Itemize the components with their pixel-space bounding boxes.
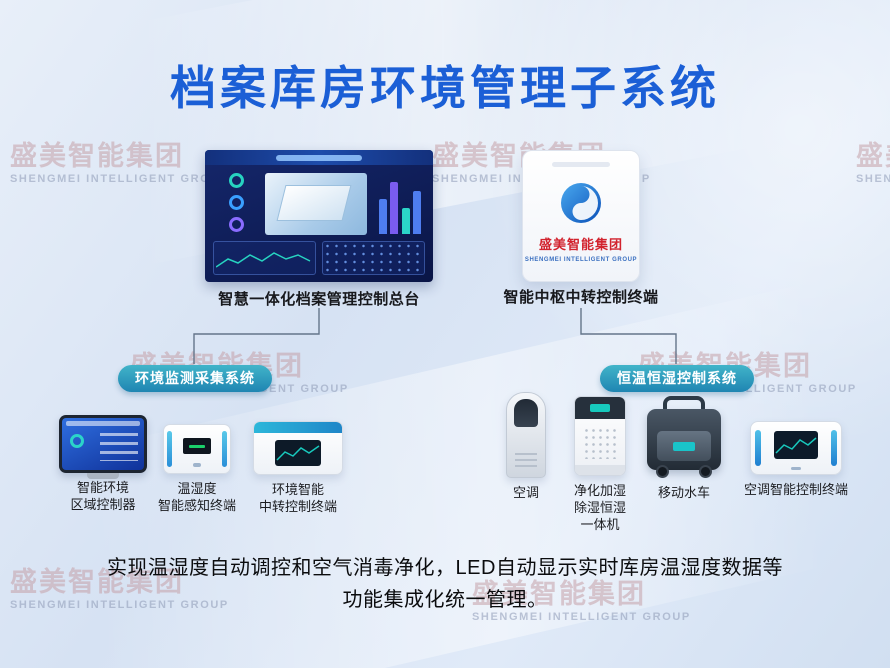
console-caption: 智慧一体化档案管理控制总台 — [218, 291, 420, 308]
room-model — [276, 185, 352, 221]
page-title: 档案库房环境管理子系统 — [170, 62, 720, 114]
purifier-base — [575, 465, 625, 475]
branch-pill-monitoring: 环境监测采集系统 — [118, 365, 272, 392]
console-3d-room-view — [265, 173, 367, 235]
hub-brand-subtext: SHENGMEI INTELLIGENT GROUP — [524, 257, 638, 263]
device-label: 环境智能 中转控制终端 — [258, 482, 337, 514]
hub-caption: 智能中枢中转控制终端 — [503, 289, 659, 306]
footer-description: 实现温湿度自动调控和空气消毒净化，LED自动显示实时库房温湿度数据等 功能集成化… — [0, 552, 890, 616]
screen-text-lines — [100, 433, 138, 461]
device-label: 移动水车 — [657, 485, 710, 500]
ac-terminal-chart — [775, 437, 817, 454]
device-env-relay-terminal: 环境智能 中转控制终端 — [244, 421, 352, 516]
cart-panel — [657, 431, 711, 461]
chart-bar — [412, 190, 421, 234]
sensor-screen — [183, 438, 211, 454]
tablet-screen — [62, 418, 144, 470]
device-label: 智能环境 区域控制器 — [70, 480, 136, 512]
cart-wheel — [656, 465, 669, 478]
device-label: 空调智能控制终端 — [743, 482, 848, 497]
screen-gauge-icon — [70, 434, 84, 448]
hub-top-label-bar — [552, 162, 610, 167]
console-header-title-bar — [276, 154, 362, 161]
cart-screen — [673, 441, 695, 451]
tablet-stand — [87, 473, 119, 479]
sensor-readout — [189, 444, 205, 448]
hub-device: 盛美智能集团 SHENGMEI INTELLIGENT GROUP — [522, 150, 640, 282]
console-city-panel — [322, 241, 425, 275]
hub-brand-text: 盛美智能集团 — [538, 237, 623, 252]
cart-body — [647, 409, 721, 470]
gauge-ring-icon — [228, 195, 244, 210]
air-conditioner-image — [506, 392, 546, 478]
chart-bar — [401, 207, 410, 234]
device-label: 空调 — [512, 485, 539, 500]
water-cart-image — [647, 396, 721, 478]
zone-controller-image — [59, 415, 147, 479]
ac-vents — [515, 453, 537, 467]
device-purifier-humidifier: 净化加湿 除湿恒湿 一体机 — [562, 396, 638, 534]
relay-screen-chart — [276, 445, 320, 461]
console-bar-chart — [375, 176, 425, 234]
footer-line-1: 实现温湿度自动调控和空气消毒净化，LED自动显示实时库房温湿度数据等 — [107, 557, 783, 579]
gauge-ring-icon — [228, 217, 244, 232]
relay-header-band — [254, 422, 342, 433]
console-header-bar — [205, 150, 433, 165]
line-chart-icon — [216, 252, 311, 268]
device-ac-control-terminal: 空调智能控制终端 — [736, 421, 856, 499]
purifier-image — [574, 396, 626, 476]
hub-logo-icon — [561, 183, 601, 223]
purifier-vents — [583, 427, 617, 459]
purifier-screen — [590, 404, 610, 412]
console-gauge-icons — [213, 173, 259, 238]
gauge-ring-icon — [228, 173, 244, 188]
ac-terminal-button — [791, 467, 801, 470]
sensor-button — [193, 463, 201, 467]
chart-bar — [390, 181, 399, 234]
console-dashboard-screen — [205, 150, 433, 282]
device-label: 净化加湿 除湿恒湿 一体机 — [573, 483, 626, 532]
device-mobile-water-cart: 移动水车 — [642, 396, 726, 502]
device-air-conditioner: 空调 — [496, 392, 556, 502]
relay-terminal-image — [253, 421, 343, 475]
chart-bar — [379, 199, 387, 234]
cart-wheel — [699, 465, 712, 478]
ac-grille — [514, 399, 538, 427]
ac-terminal-screen — [774, 431, 818, 459]
sensor-terminal-image — [163, 424, 231, 474]
footer-line-2: 功能集成化统一管理。 — [342, 589, 548, 611]
device-label: 温湿度 智能感知终端 — [157, 481, 236, 513]
relay-screen — [275, 440, 321, 466]
ac-terminal-image — [750, 421, 842, 475]
branch-pill-hvac: 恒温恒湿控制系统 — [600, 365, 754, 392]
purifier-display — [575, 397, 625, 419]
device-zone-controller: 智能环境 区域控制器 — [50, 415, 156, 514]
screen-header-bar — [66, 421, 140, 426]
device-temp-humidity-sensor: 温湿度 智能感知终端 — [152, 424, 242, 515]
console-line-chart-panel — [213, 241, 316, 275]
console-bottom-panels — [213, 241, 425, 275]
